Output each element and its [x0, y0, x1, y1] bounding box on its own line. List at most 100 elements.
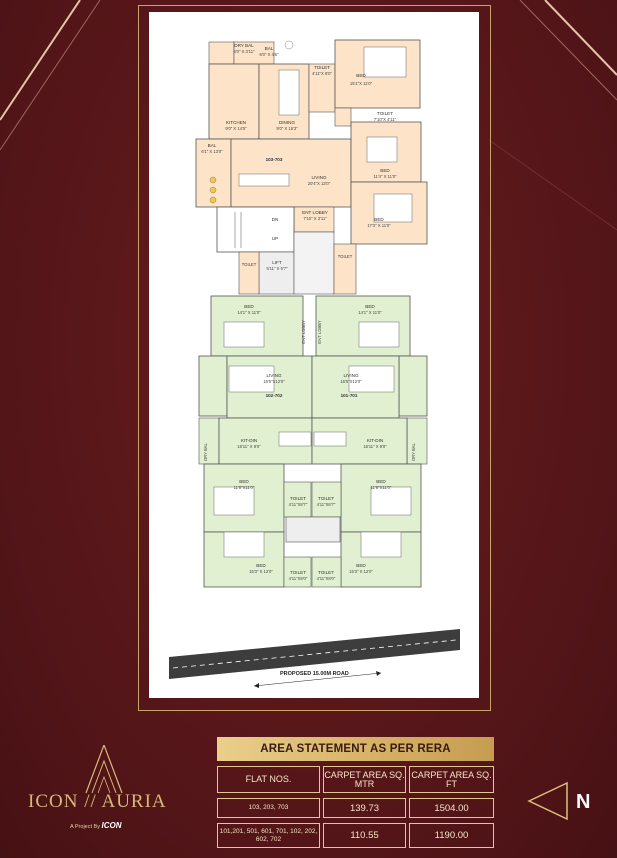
- cell-sq-ft: 1504.00: [409, 798, 494, 818]
- room-size: 16'5"X12'0": [340, 379, 362, 384]
- brand-name: ICON // AURIA: [28, 791, 167, 812]
- room-label: DRY BAL: [234, 43, 254, 48]
- room-size: 11'8"X11'0": [234, 485, 255, 490]
- stair-up: UP: [272, 236, 278, 241]
- tagline-prefix: A Project By: [70, 824, 100, 830]
- room-label: TOILET: [290, 570, 306, 575]
- room-size: 4'11"X8'0": [289, 576, 308, 581]
- room-label: BED: [356, 73, 366, 78]
- flat-number: 101-701: [341, 393, 358, 398]
- floor-plan: DRY BAL 6'0" X 3'11" BAL 6'0" X 4'6" TOI…: [169, 39, 460, 688]
- brand-name-right: AURIA: [101, 791, 167, 812]
- header-sq-mtr: CARPET AREA SQ. MTR: [323, 766, 406, 793]
- room-size: 11'4" X 11'0": [373, 174, 397, 179]
- room-size: 15'3" X 12'0": [249, 569, 273, 574]
- room-label: TOILET: [314, 65, 330, 70]
- room-label: BAL: [208, 143, 217, 148]
- room-size: 4'11"X8'0": [317, 576, 336, 581]
- road-dimension-line: [253, 672, 382, 687]
- room-label: KIT-DIN: [367, 438, 383, 443]
- room-size: 9'0" X 15'3": [276, 126, 298, 131]
- table-row: 103, 203, 703 139.73 1504.00: [217, 798, 494, 818]
- room-label: KIT-DIN: [241, 438, 257, 443]
- room-label: BED: [374, 217, 384, 222]
- north-arrow-icon: N: [527, 781, 590, 821]
- room-label: LIVING: [311, 175, 326, 180]
- room-label: BAL: [265, 46, 274, 51]
- room-label: BED: [376, 479, 386, 484]
- room-label: BED: [256, 563, 266, 568]
- cell-sq-ft: 1190.00: [409, 823, 494, 848]
- room-size: 5'11" X 5'7": [266, 266, 288, 271]
- room-label: LIVING: [266, 373, 281, 378]
- room-label: LIVING: [343, 373, 358, 378]
- room-size: 4'11"X8'7": [289, 502, 308, 507]
- area-statement-title-text: AREA STATEMENT AS PER RERA: [260, 743, 451, 755]
- flat-101-701: [311, 295, 428, 588]
- room-label: KITCHEN: [226, 120, 246, 125]
- room-size: 7'10" X 3'11": [303, 216, 327, 221]
- tagline-brand: ICON: [101, 821, 122, 830]
- room-size: 6'0" X 3'11": [233, 49, 255, 54]
- room-size: 16'11" X 9'0": [363, 444, 387, 449]
- room-label: TOILET: [377, 111, 393, 116]
- room-label: ENT LOBBY: [302, 210, 328, 215]
- flat-103-703: [195, 39, 428, 245]
- room-size: 17'3" X 11'0": [367, 223, 391, 228]
- dining-table-left: [278, 431, 312, 447]
- dining-table-right: [313, 431, 347, 447]
- room-size: 11'8"X11'0": [371, 485, 392, 490]
- room-label: DRY BAL: [203, 442, 208, 460]
- north-label: N: [576, 791, 590, 813]
- room-label: BED: [356, 563, 366, 568]
- room-label: LIFT: [272, 260, 282, 265]
- room-size: 16'5"X12'0": [263, 379, 285, 384]
- room-label: TOILET: [318, 570, 334, 575]
- road: [169, 629, 460, 688]
- plan-frame: [138, 5, 491, 711]
- area-statement-title: AREA STATEMENT AS PER RERA: [217, 737, 494, 761]
- room-size: 9'0" X 14'5": [225, 126, 247, 131]
- cell-flat-nos: 103, 203, 703: [217, 798, 320, 818]
- room-label: ENT LOBBY: [317, 320, 322, 344]
- room-label: TOILET: [242, 262, 257, 267]
- room-label: TOILET: [290, 496, 306, 501]
- room-label: BED: [365, 304, 375, 309]
- table-header-row: FLAT NOS. CARPET AREA SQ. MTR CARPET ARE…: [217, 766, 494, 793]
- area-statement-table: AREA STATEMENT AS PER RERA FLAT NOS. CAR…: [217, 737, 494, 848]
- room-size: 7'10"X 4'11": [374, 117, 397, 122]
- room-label: BED: [244, 304, 254, 309]
- room-size: 6'0" X 4'6": [259, 52, 279, 57]
- room-size: 16'11" X 9'0": [237, 444, 261, 449]
- road-label: PROPOSED 15.00M ROAD: [280, 671, 349, 677]
- tagline: A Project By ICON: [70, 821, 122, 830]
- room-label: DINING: [279, 120, 296, 125]
- room-label: TOILET: [318, 496, 334, 501]
- lift-bottom: [285, 516, 341, 543]
- brand-name-left: ICON: [28, 791, 79, 812]
- room-label: ENT LOBBY: [301, 320, 306, 344]
- room-label: BED: [239, 479, 249, 484]
- room-size: 4'11"X8'7": [317, 502, 336, 507]
- cell-sq-mtr: 139.73: [323, 798, 406, 818]
- core: [216, 206, 357, 295]
- room-size: 15'1"X 11'0": [350, 81, 373, 86]
- room-label: TOILET: [338, 254, 353, 259]
- room-label: DRY BAL: [411, 442, 416, 460]
- flat-102-702: [198, 295, 313, 588]
- room-size: 15'3" X 12'0": [349, 569, 373, 574]
- room-size: 14'1" X 11'0": [358, 310, 382, 315]
- table-row: 101,201, 501, 601, 701, 102, 202, 602, 7…: [217, 823, 494, 848]
- stair-down: DN: [272, 217, 279, 222]
- flat-number: 103-703: [266, 157, 283, 162]
- cell-flat-nos: 101,201, 501, 601, 701, 102, 202, 602, 7…: [217, 823, 320, 848]
- cell-sq-mtr: 110.55: [323, 823, 406, 848]
- room-size: 6'1" X 13'0": [201, 149, 223, 154]
- room-size: 14'1" X 11'0": [237, 310, 261, 315]
- flat-number: 102-702: [266, 393, 283, 398]
- room-size: 4'11"X 8'0": [312, 71, 332, 76]
- room-size: 20'4"X 13'0": [308, 181, 331, 186]
- icon-auria-logo-icon: [85, 745, 123, 794]
- header-flat-nos: FLAT NOS.: [217, 766, 320, 793]
